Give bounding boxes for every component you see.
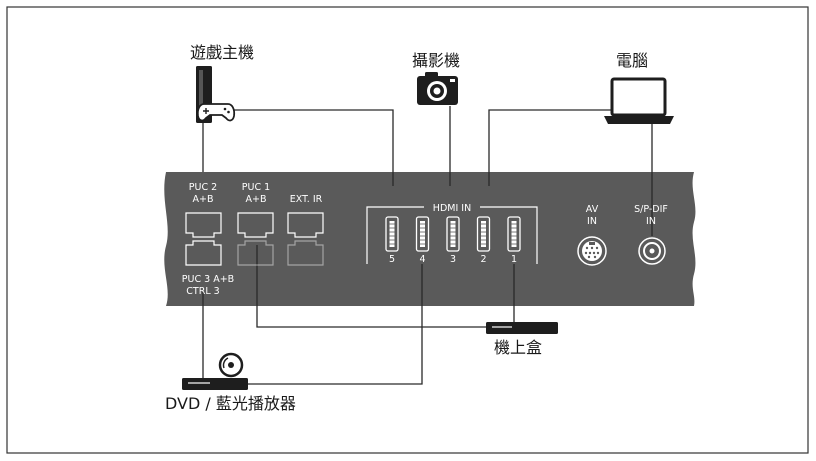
puc3-label-line1: PUC 3 A+B <box>182 274 234 285</box>
game-console-label: 遊戲主機 <box>190 43 254 62</box>
puc1-label-line2: A+B <box>246 194 267 205</box>
av-in-port <box>577 236 607 266</box>
hdmi-port-number: 3 <box>450 254 456 265</box>
hdmi-port-4: 4 <box>415 216 430 265</box>
wire-game-console-hdmi <box>232 109 394 186</box>
hdmi-ports: 5 4 3 2 1 <box>385 216 521 265</box>
disc-icon <box>218 352 244 378</box>
puc2-label-line2: A+B <box>193 194 214 205</box>
hdmi-port-number: 5 <box>389 254 395 265</box>
puc-lower-middle-port <box>237 240 274 266</box>
hdmi-port-number: 2 <box>480 254 486 265</box>
computer-label: 電腦 <box>616 51 648 70</box>
wire-dvd-hdmi4 <box>248 264 423 385</box>
wire-puc1-settop <box>256 245 486 328</box>
av-in-label-line2: IN <box>587 216 597 227</box>
puc2-label-line1: PUC 2 <box>189 182 217 193</box>
ext-ir-port <box>287 212 324 238</box>
ext-ir-label: EXT. IR <box>290 194 323 205</box>
puc-ports <box>185 212 324 266</box>
hdmi-port-number: 1 <box>511 254 517 265</box>
camera-icon <box>417 72 458 105</box>
puc3-port <box>185 240 222 266</box>
puc3-label-line2: CTRL 3 <box>186 286 219 297</box>
dvd-player-label: DVD / 藍光播放器 <box>165 394 296 413</box>
connection-wires <box>202 106 653 385</box>
spdif-in-port <box>638 237 666 265</box>
set-top-box-icon <box>486 322 558 334</box>
laptop-icon <box>604 77 674 124</box>
hdmi-port-2: 2 <box>476 216 491 265</box>
hdmi-port-1: 1 <box>507 216 521 265</box>
wire-computer-hdmi <box>488 109 612 186</box>
av-in-label-line1: AV <box>586 204 599 215</box>
hdmi-in-label: HDMI IN <box>433 203 471 214</box>
set-top-box-label: 機上盒 <box>494 338 542 357</box>
hdmi-in-group: HDMI IN 5 4 3 2 1 <box>366 203 538 265</box>
hdmi-port-5: 5 <box>385 216 399 265</box>
spdif-label-line2: IN <box>646 216 656 227</box>
panel-labels: PUC 2 A+B PUC 1 A+B EXT. IR PUC 3 A+B CT… <box>182 182 668 297</box>
hdmi-port-3: 3 <box>446 216 460 265</box>
camera-label: 攝影機 <box>412 51 460 70</box>
spdif-label-line1: S/P-DIF <box>634 204 668 215</box>
device-back-panel <box>164 172 696 306</box>
puc1-port <box>237 212 274 238</box>
puc2-port <box>185 212 222 238</box>
puc-lower-right-port <box>287 240 324 266</box>
puc1-label-line1: PUC 1 <box>242 182 270 193</box>
dvd-player-icon <box>182 378 248 390</box>
hdmi-port-number: 4 <box>419 254 425 265</box>
game-console-icon <box>196 66 236 123</box>
